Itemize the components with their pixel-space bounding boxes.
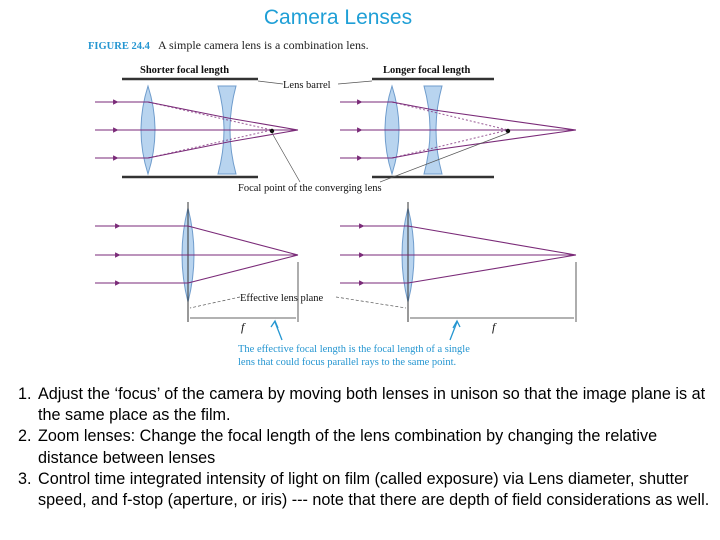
focal-point-dot-left (269, 128, 275, 134)
blue-pointer-right-head (452, 319, 461, 329)
focal-point-leader-right (379, 132, 509, 183)
bottom-right-diagram (340, 202, 577, 322)
note-item: Zoom lenses: Change the focal length of … (36, 426, 712, 468)
lens-barrel-label: Lens barrel (283, 80, 331, 91)
slide-title: Camera Lenses (263, 6, 413, 29)
longer-focal-label: Longer focal length (383, 65, 470, 76)
figure-caption: A simple camera lens is a combination le… (158, 38, 369, 52)
blue-pointer-right (449, 321, 458, 341)
focal-point-dot-right (505, 128, 511, 134)
f-label-right: f (492, 320, 497, 334)
lens-barrel-leader-left (257, 80, 284, 85)
effective-focal-note-line1: The effective focal length is the focal … (238, 344, 470, 355)
bottom-left-diagram (95, 202, 299, 322)
effective-focal-note-line2: lens that could focus parallel rays to t… (238, 357, 456, 368)
focal-point-leader-left (271, 132, 301, 183)
focal-point-label: Focal point of the converging lens (238, 183, 382, 194)
lens-barrel-leader-right (337, 80, 373, 85)
top-right-diagram (340, 77, 577, 179)
effective-plane-leader-left (189, 296, 241, 309)
top-left-diagram (95, 77, 299, 179)
effective-lens-plane-label: Effective lens plane (240, 293, 324, 304)
note-item: Control time integrated intensity of lig… (36, 469, 712, 511)
note-item: Adjust the ‘focus’ of the camera by movi… (36, 384, 712, 426)
shorter-focal-label: Shorter focal length (140, 65, 229, 76)
effective-plane-leader-right (335, 296, 407, 309)
notes-list: Adjust the ‘focus’ of the camera by movi… (0, 384, 712, 511)
lens-figure: FIGURE 24.4 A simple camera lens is a co… (88, 38, 577, 368)
blue-pointer-left-head (270, 319, 279, 329)
figure-number: FIGURE 24.4 (88, 41, 151, 52)
f-label-left: f (241, 320, 246, 334)
